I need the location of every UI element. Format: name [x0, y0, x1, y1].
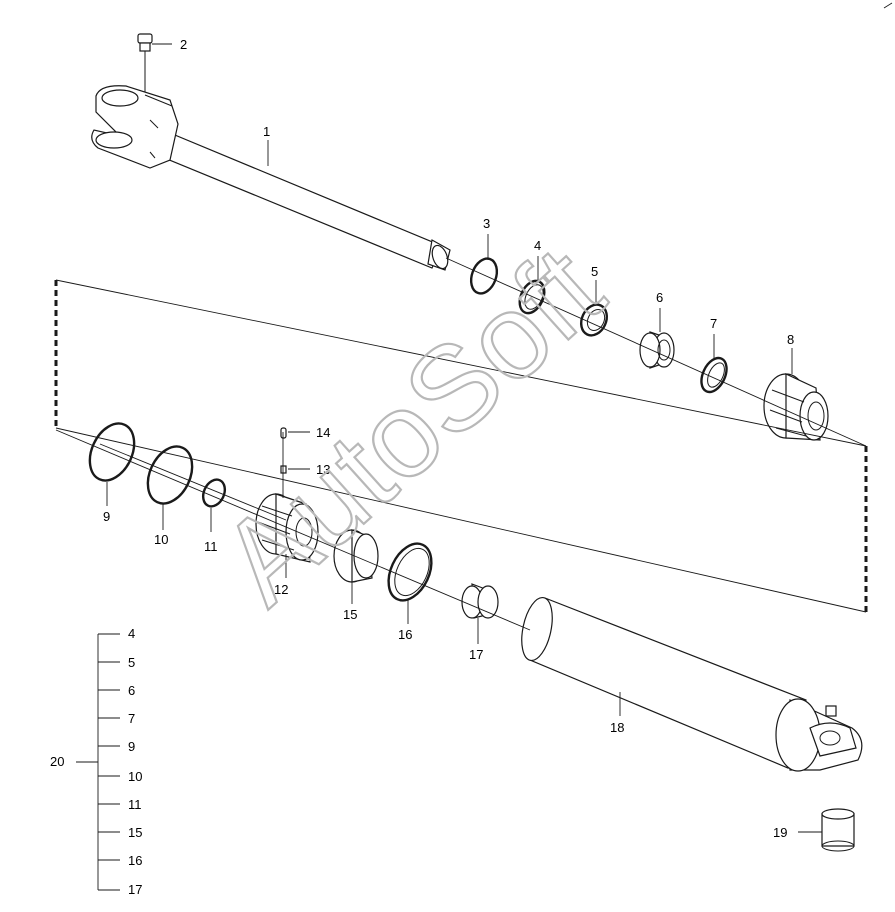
callout-9: 9 [103, 509, 110, 524]
callout-12: 12 [274, 582, 288, 597]
callout-8: 8 [787, 332, 794, 347]
part-13-pin[interactable] [280, 465, 287, 474]
part-11-ring[interactable] [199, 476, 229, 510]
part-15-guide-ring[interactable] [333, 529, 379, 583]
callout-10: 10 [154, 532, 168, 547]
part-1-piston-rod[interactable] [91, 85, 451, 271]
callout-5: 5 [591, 264, 598, 279]
callout-19: 19 [773, 825, 787, 840]
part-14-pin[interactable] [280, 427, 287, 439]
kit-item: 6 [128, 683, 135, 698]
part-12-piston[interactable] [255, 493, 319, 563]
callout-13: 13 [316, 462, 330, 477]
kit-item: 10 [128, 769, 142, 784]
kit-item: 15 [128, 825, 142, 840]
part-6-bushing[interactable] [639, 331, 675, 369]
kit-item: 4 [128, 626, 135, 641]
part-19-bushing[interactable] [821, 808, 855, 852]
kit-item: 9 [128, 739, 135, 754]
part-5-seal[interactable] [576, 300, 611, 339]
callout-leaders [106, 43, 822, 833]
callout-11: 11 [204, 539, 218, 554]
part-18-cylinder-tube[interactable] [517, 595, 863, 772]
callout-3: 3 [483, 216, 490, 231]
kit-bracket [76, 633, 120, 891]
callout-17: 17 [469, 647, 483, 662]
callout-1: 1 [263, 124, 270, 139]
callout-16: 16 [398, 627, 412, 642]
part-8-gland[interactable] [763, 373, 829, 441]
callout-15: 15 [343, 607, 357, 622]
kit-item: 11 [128, 797, 142, 812]
kit-item: 5 [128, 655, 135, 670]
assembly-lines [54, 257, 868, 631]
callout-18: 18 [610, 720, 624, 735]
callout-7: 7 [710, 316, 717, 331]
kit-label-20: 20 [50, 754, 64, 769]
part-17-bushing[interactable] [461, 583, 499, 619]
callout-6: 6 [656, 290, 663, 305]
kit-item: 17 [128, 882, 142, 897]
callout-4: 4 [534, 238, 541, 253]
watermark: AutoSoft [196, 222, 628, 630]
corner-mark [883, 2, 893, 9]
callout-14: 14 [316, 425, 330, 440]
part-2-grease-fitting[interactable] [137, 33, 153, 95]
part-9-ring[interactable] [81, 416, 143, 487]
part-10-ring[interactable] [139, 439, 201, 510]
part-7-o-ring[interactable] [696, 354, 731, 396]
part-16-ring[interactable] [380, 537, 440, 607]
callout-labels: 2 1 3 4 5 6 7 8 14 13 9 10 11 12 15 16 1… [50, 37, 794, 897]
callout-2: 2 [180, 37, 187, 52]
kit-item: 7 [128, 711, 135, 726]
kit-item: 16 [128, 853, 142, 868]
